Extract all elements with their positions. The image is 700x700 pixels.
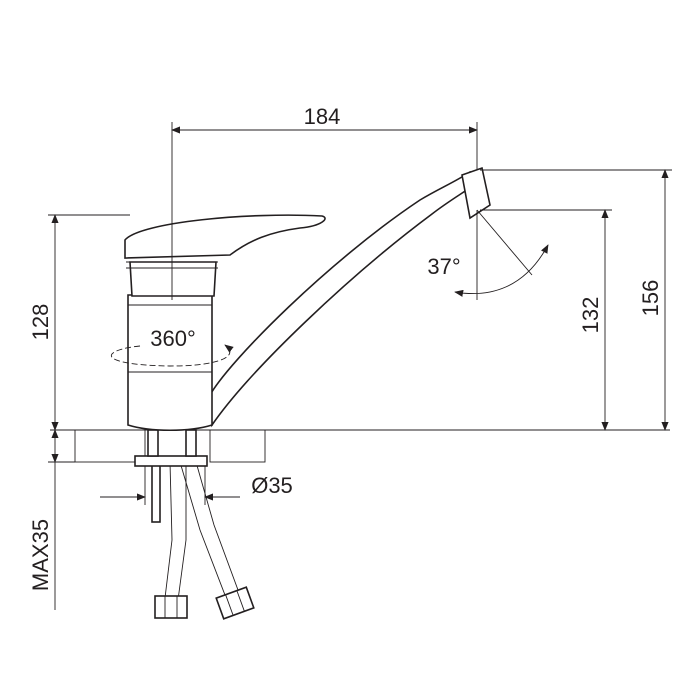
faucet-body [124,166,491,432]
hole-diameter-label: Ø35 [251,473,293,498]
dimension-outlet-height: 132 [480,209,612,431]
dimension-total-height: 156 [480,169,672,431]
outlet-angle-indicator: 37° [427,209,549,300]
outlet-angle-label: 37° [427,254,460,279]
max-thickness-label: MAX35 [28,519,53,591]
dimension-handle-height: 128 [28,214,130,431]
dimension-hole-diameter: Ø35 [100,466,293,505]
supply-hoses [134,429,255,620]
total-height-label: 156 [638,280,663,317]
dimension-max-thickness: MAX35 [28,429,75,610]
rotation-indicator: 360° [111,326,234,367]
dimension-spout-reach: 184 [171,104,478,300]
rotation-label: 360° [150,326,196,351]
spout-reach-label: 184 [304,104,341,129]
outlet-height-label: 132 [578,297,603,334]
handle-height-label: 128 [28,304,53,341]
